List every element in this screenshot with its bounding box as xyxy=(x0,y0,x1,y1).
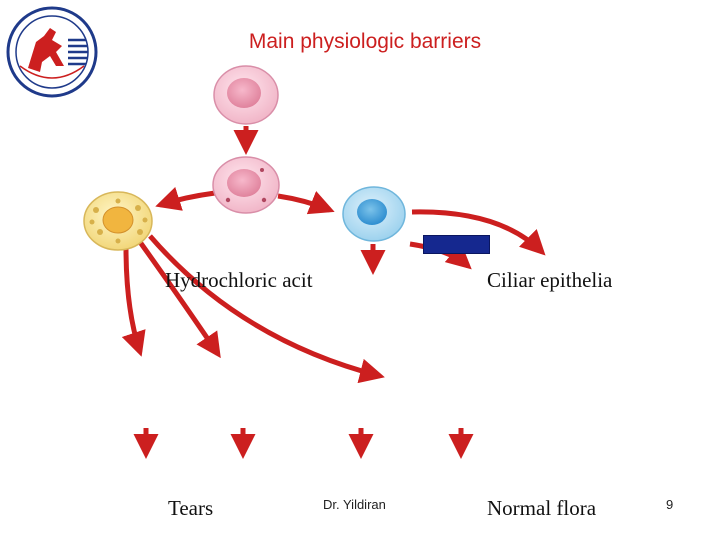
arrow-myeloid-to-middle xyxy=(137,240,221,359)
university-logo xyxy=(6,6,98,98)
arrows xyxy=(121,126,546,459)
label-normal-flora: Normal flora xyxy=(487,496,597,520)
page-number: 9 xyxy=(666,497,674,512)
myeloid-cell xyxy=(83,191,153,251)
label-hydrochloric-acid: Hydrochloric acit xyxy=(165,268,313,292)
arrow-to-ciliary-cell xyxy=(411,209,546,256)
label-ciliary-epithelia: Ciliar epithelia xyxy=(487,268,613,292)
stem-cell xyxy=(213,65,279,125)
arrow-myeloid-to-purple xyxy=(148,234,385,384)
arrow-to-myeloid xyxy=(155,187,216,211)
slide-title: Main physiologic barriers xyxy=(248,30,482,53)
lymphoid-cell xyxy=(342,186,406,242)
author-credit: Dr. Yildiran xyxy=(323,497,386,512)
label-tears: Tears xyxy=(168,496,214,520)
progenitor-cell xyxy=(212,156,280,214)
arrow-to-lymphoid xyxy=(277,190,335,215)
arrow-myeloid-to-left xyxy=(121,247,146,357)
blue-label-box xyxy=(423,235,490,254)
